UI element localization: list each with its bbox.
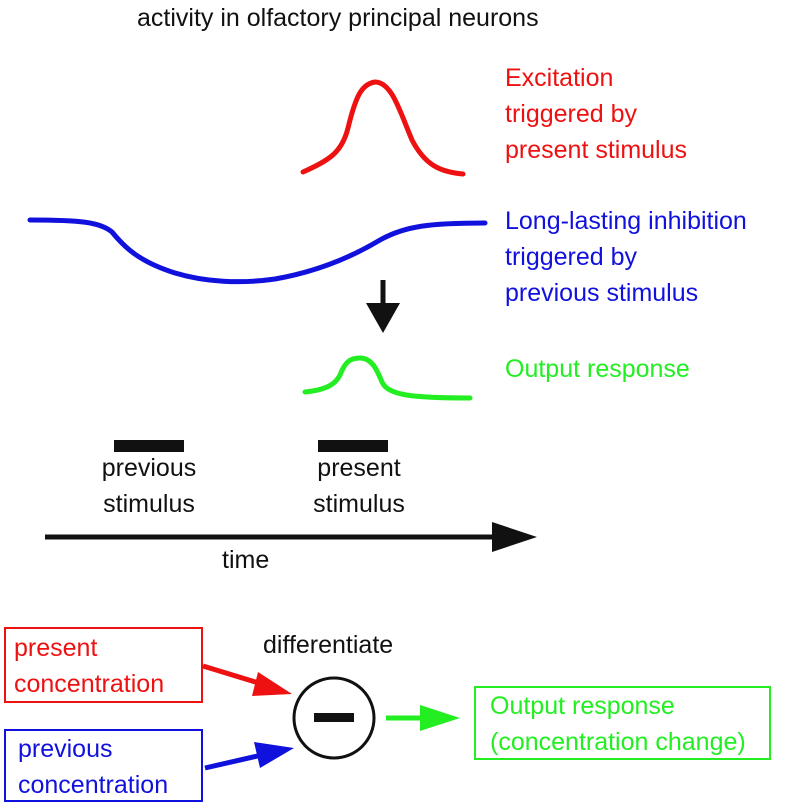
inhibition-label: Long-lasting inhibition triggered by pre… — [505, 203, 747, 311]
present-concentration-line: concentration — [14, 670, 165, 698]
present-stimulus-bar — [318, 440, 388, 452]
inhibition-curve — [27, 217, 488, 285]
inhibition-label-line: triggered by — [505, 243, 638, 271]
previous-concentration-box: previous concentration — [4, 729, 203, 802]
excitation-curve — [300, 79, 466, 177]
output-response-label: Output response — [505, 355, 690, 383]
previous-stimulus-label: previous stimulus — [69, 450, 229, 522]
excitation-label-line: triggered by — [505, 100, 638, 128]
minus-sign-icon — [314, 713, 354, 722]
excitation-label: Excitation triggered by present stimulus — [505, 60, 687, 168]
present-concentration-line: present — [14, 634, 98, 662]
previous-stimulus-bar — [114, 440, 184, 452]
output-response-box-line: (concentration change) — [490, 728, 746, 756]
minus-operator — [292, 676, 376, 760]
excitation-label-line: present stimulus — [505, 136, 688, 164]
present-stimulus-label: present stimulus — [279, 450, 439, 522]
time-axis-label: time — [222, 546, 270, 574]
previous-concentration-line: previous — [18, 735, 113, 763]
present-concentration-box: present concentration — [4, 627, 203, 703]
present-stimulus-line: stimulus — [313, 490, 405, 518]
previous-stimulus-line: previous — [101, 454, 197, 482]
down-arrow-icon — [366, 280, 400, 333]
previous-concentration-line: concentration — [18, 771, 169, 799]
present-stimulus-line: present — [317, 454, 401, 482]
inhibition-label-line: Long-lasting inhibition — [505, 207, 747, 235]
output-response-box: Output response (concentration change) — [474, 686, 771, 760]
previous-stimulus-line: stimulus — [103, 490, 195, 518]
differentiate-label: differentiate — [263, 631, 394, 659]
diagram-title: activity in olfactory principal neurons — [137, 4, 539, 32]
present-input-arrow-icon — [202, 663, 292, 696]
time-axis-arrow — [45, 522, 537, 552]
previous-input-arrow-icon — [204, 742, 294, 771]
output-curve — [302, 355, 473, 401]
excitation-label-line: Excitation — [505, 64, 614, 92]
inhibition-label-line: previous stimulus — [505, 279, 699, 307]
output-arrow-icon — [386, 705, 460, 731]
output-response-box-line: Output response — [490, 692, 675, 720]
